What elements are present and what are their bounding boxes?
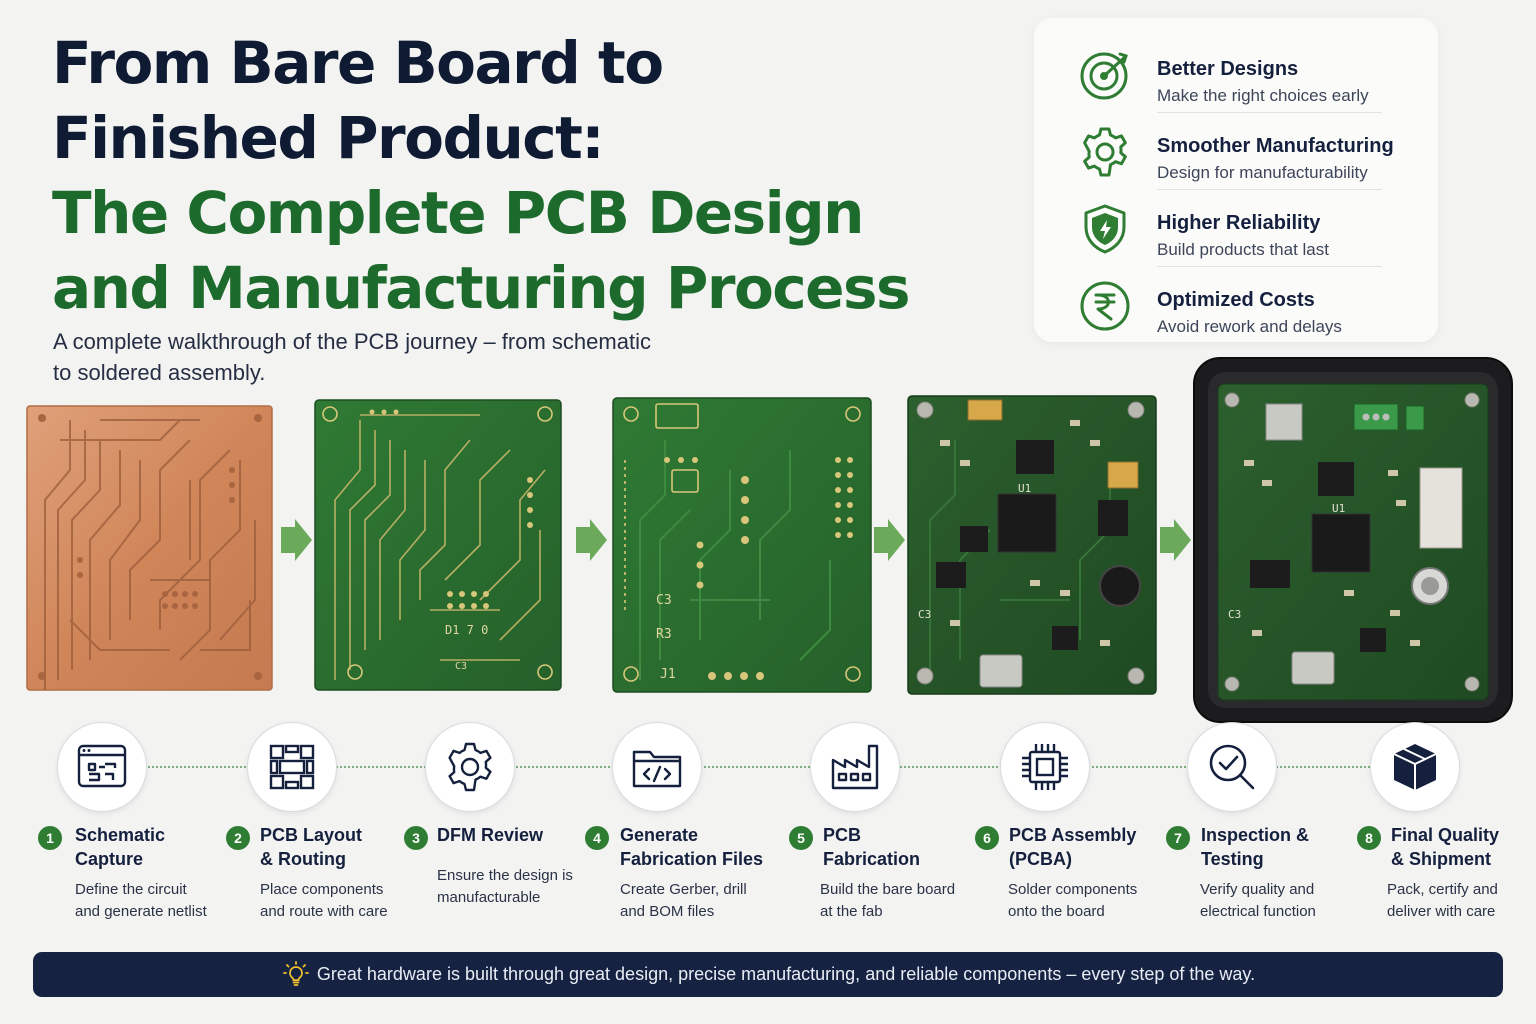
step-8-title: Final Quality & Shipment — [1391, 825, 1500, 869]
step-8-desc: Pack, certify and deliver with care — [1387, 881, 1498, 920]
step-number: 3 — [404, 826, 428, 850]
divider — [1157, 112, 1382, 113]
divider — [1157, 266, 1382, 267]
step-1-icon-circle — [57, 722, 147, 812]
step-number: 8 — [1357, 826, 1381, 850]
package-icon — [1393, 744, 1437, 790]
step-7-icon-circle — [1187, 722, 1277, 812]
board-silkscreen-label: D1 7 0 — [445, 623, 488, 637]
arrow-icon — [281, 519, 312, 561]
step-5-title: PCB Fabrication — [823, 825, 921, 869]
bare-copper-board — [26, 405, 273, 691]
step-3-icon-circle — [425, 722, 515, 812]
title-line-3: The Complete PCB Design — [52, 179, 864, 247]
gear-icon — [448, 742, 492, 792]
step-7-title: Inspection & Testing — [1201, 825, 1310, 869]
board-silkscreen-label: J1 — [660, 667, 676, 682]
board-silkscreen-label: C3 — [656, 593, 672, 608]
pcb-layout-icon — [269, 744, 315, 790]
board-silkscreen-label: U1 — [1018, 482, 1031, 495]
benefit-optimized-costs: Optimized Costs Avoid rework and delays — [1034, 267, 1438, 344]
enclosed-product: U1 C3 — [1193, 357, 1513, 723]
step-2-title: PCB Layout & Routing — [260, 825, 363, 869]
lightbulb-icon — [282, 960, 309, 986]
step-number: 4 — [585, 826, 609, 850]
step-8-icon-circle — [1370, 722, 1460, 812]
footer-text: Great hardware is built through great de… — [316, 964, 1256, 984]
title-block: From Bare Board to Finished Product: The… — [52, 26, 952, 326]
board-silkscreen-label: C3 — [1228, 608, 1241, 621]
benefit-title: Higher Reliability — [1157, 212, 1321, 234]
divider — [1157, 189, 1382, 190]
pcb-stages-illustration: D1 7 0 C3 C3 — [26, 357, 1513, 723]
steps-connector-line — [100, 766, 1430, 768]
benefits-card: Better Designs Make the right choices ea… — [1034, 18, 1438, 342]
arrow-icon — [576, 519, 607, 561]
board-silkscreen-label: U1 — [1332, 502, 1345, 515]
shield-icon — [1084, 204, 1126, 254]
benefit-title: Optimized Costs — [1157, 289, 1315, 311]
step-number: 6 — [975, 826, 999, 850]
board-silkscreen-label: R3 — [656, 627, 672, 642]
board-silkscreen-label: C3 — [455, 661, 467, 672]
chip-icon — [1022, 744, 1068, 790]
step-1-desc: Define the circuit and generate netlist — [75, 881, 207, 920]
step-6-icon-circle — [1000, 722, 1090, 812]
gear-icon — [1083, 127, 1127, 177]
step-number: 2 — [226, 826, 250, 850]
step-number: 5 — [789, 826, 813, 850]
title-line-4: and Manufacturing Process — [52, 254, 911, 322]
benefit-better-designs: Better Designs Make the right choices ea… — [1034, 36, 1438, 113]
factory-icon — [831, 744, 879, 790]
step-3-title: DFM Review — [437, 825, 544, 845]
step-2-icon-circle — [247, 722, 337, 812]
target-icon — [1080, 52, 1128, 100]
benefit-desc: Make the right choices early — [1157, 86, 1369, 105]
benefit-higher-reliability: Higher Reliability Build products that l… — [1034, 190, 1438, 267]
magnifier-check-icon — [1209, 744, 1255, 790]
benefit-desc: Design for manufacturability — [1157, 163, 1368, 182]
title-line-1: From Bare Board to — [52, 29, 664, 97]
subtitle: A complete walkthrough of the PCB journe… — [53, 329, 651, 385]
step-7-desc: Verify quality and electrical function — [1200, 881, 1316, 920]
step-number: 1 — [38, 826, 62, 850]
fabricated-pcb-board: C3 R3 J1 — [612, 397, 872, 693]
arrow-icon — [1160, 519, 1191, 561]
step-1-title: Schematic Capture — [75, 825, 166, 869]
schematic-icon — [77, 744, 127, 788]
benefit-desc: Build products that last — [1157, 240, 1329, 259]
step-6-title: PCB Assembly (PCBA) — [1009, 825, 1137, 869]
step-5-icon-circle — [810, 722, 900, 812]
benefit-desc: Avoid rework and delays — [1157, 317, 1342, 336]
step-6-desc: Solder components onto the board — [1008, 881, 1138, 920]
benefit-title: Better Designs — [1157, 58, 1299, 80]
benefit-title: Smoother Manufacturing — [1157, 135, 1394, 157]
footer-banner: Great hardware is built through great de… — [33, 952, 1503, 997]
step-4-desc: Create Gerber, drill and BOM files — [620, 881, 747, 920]
step-4-title: Generate Fabrication Files — [620, 825, 764, 869]
benefit-smoother-manufacturing: Smoother Manufacturing Design for manufa… — [1034, 113, 1438, 190]
assembled-pcba-board: U1 C3 — [907, 395, 1157, 695]
code-folder-icon — [632, 750, 682, 788]
step-number: 7 — [1166, 826, 1190, 850]
step-4-icon-circle — [612, 722, 702, 812]
routed-pcb-board: D1 7 0 C3 — [314, 399, 562, 691]
rupee-icon — [1080, 281, 1130, 331]
board-silkscreen-label: C3 — [918, 608, 931, 621]
arrow-icon — [874, 519, 905, 561]
step-3-desc: Ensure the design is manufacturable — [437, 867, 573, 906]
step-5-desc: Build the bare board at the fab — [820, 881, 956, 920]
step-2-desc: Place components and route with care — [260, 881, 388, 920]
title-line-2: Finished Product: — [52, 104, 605, 172]
